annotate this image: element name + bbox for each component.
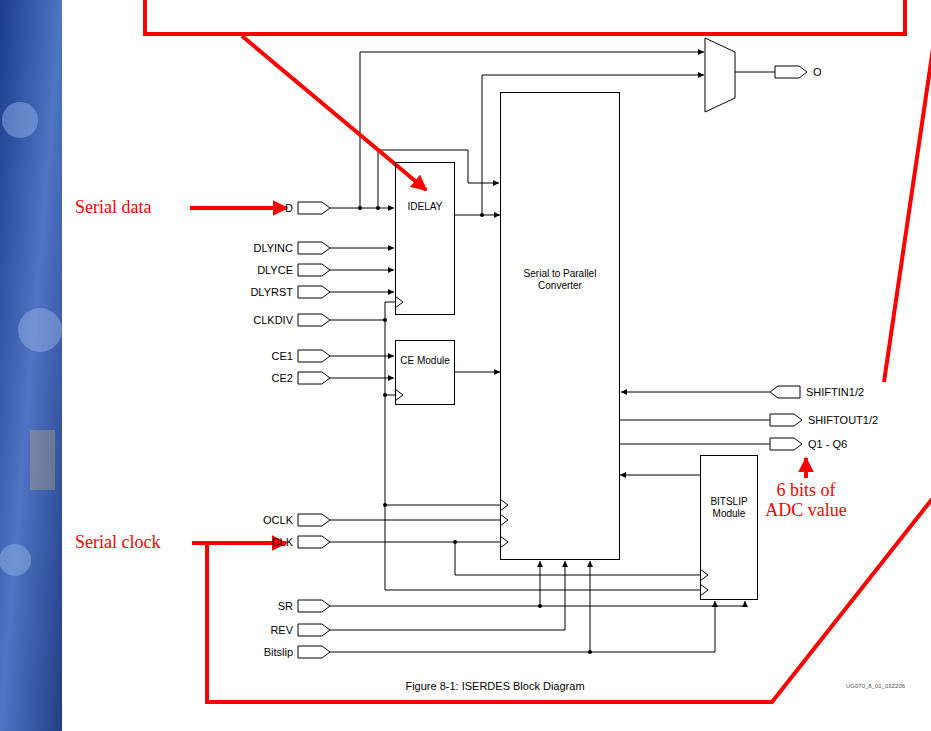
label-slot: DLYINC xyxy=(253,242,293,254)
label-slot: Serial clock xyxy=(75,532,160,552)
output-mux xyxy=(705,38,735,112)
label-slot: Q1 - Q6 xyxy=(808,438,847,450)
caption-slot: Figure 8-1: ISERDES Block Diagram xyxy=(330,680,660,692)
annotation-text: Serial clock xyxy=(75,532,160,552)
label-slot: UG070_8_01_032206 xyxy=(846,683,905,690)
pin-name: DLYRST xyxy=(250,286,293,298)
label-slot: SHIFTOUT1/2 xyxy=(808,414,878,426)
red-annotations xyxy=(145,0,931,702)
output-pins xyxy=(770,66,807,450)
block-name: Serial to Parallel Converter xyxy=(501,268,619,292)
label-slot: Bitslip xyxy=(264,646,293,658)
ce-module-block: CE Module xyxy=(395,340,455,405)
delay-block: IDELAY xyxy=(395,162,455,315)
bitslip-block: BITSLIP Module xyxy=(700,455,758,600)
pin-name: SHIFTOUT1/2 xyxy=(808,414,878,426)
figure-id: UG070_8_01_032206 xyxy=(846,683,905,690)
signal-wires xyxy=(330,52,775,652)
pin-name: REV xyxy=(270,624,293,636)
data-connector xyxy=(455,372,500,373)
pin-name: CLK xyxy=(272,536,293,548)
label-slot: DLYRST xyxy=(250,286,293,298)
label-slot: OCLK xyxy=(263,514,293,526)
pin-name: DLYINC xyxy=(253,242,293,254)
input-pins xyxy=(298,202,330,658)
pin-name: CLKDIV xyxy=(253,314,293,326)
pin-name: DLYCE xyxy=(257,264,293,276)
pin-name: SR xyxy=(278,600,293,612)
data-connector xyxy=(620,475,700,476)
label-slot: O xyxy=(813,66,822,78)
data-connector xyxy=(455,215,500,216)
label-slot: CLKDIV xyxy=(253,314,293,326)
pin-name: OCLK xyxy=(263,514,293,526)
label-slot: CE2 xyxy=(272,372,293,384)
pin-name: CE1 xyxy=(272,350,293,362)
pin-name: SHIFTIN1/2 xyxy=(806,386,864,398)
label-slot: Serial data xyxy=(75,197,151,217)
label-slot: SR xyxy=(278,600,293,612)
label-slot: SHIFTIN1/2 xyxy=(806,386,864,398)
annotation-text: Serial data xyxy=(75,197,151,217)
background-strip xyxy=(0,0,62,731)
pin-name: Bitslip xyxy=(264,646,293,658)
block-name: CE Module xyxy=(396,355,454,367)
label-slot: CLK xyxy=(272,536,293,548)
label-slot: REV xyxy=(270,624,293,636)
clock-triangles xyxy=(395,296,708,596)
label-slot: 6 bits of ADC value xyxy=(756,480,856,520)
block-name: IDELAY xyxy=(396,201,454,213)
serial-to-parallel-block: Serial to Parallel Converter xyxy=(500,92,620,560)
figure-caption: Figure 8-1: ISERDES Block Diagram xyxy=(330,680,660,692)
label-slot: DLYCE xyxy=(257,264,293,276)
pin-name: Q1 - Q6 xyxy=(808,438,847,450)
pin-name: O xyxy=(813,66,822,78)
pin-name: D xyxy=(285,202,293,214)
pin-name: CE2 xyxy=(272,372,293,384)
block-name: BITSLIP Module xyxy=(701,496,757,520)
annotation-text: 6 bits of ADC value xyxy=(756,480,856,520)
label-slot: CE1 xyxy=(272,350,293,362)
label-slot: D xyxy=(285,202,293,214)
